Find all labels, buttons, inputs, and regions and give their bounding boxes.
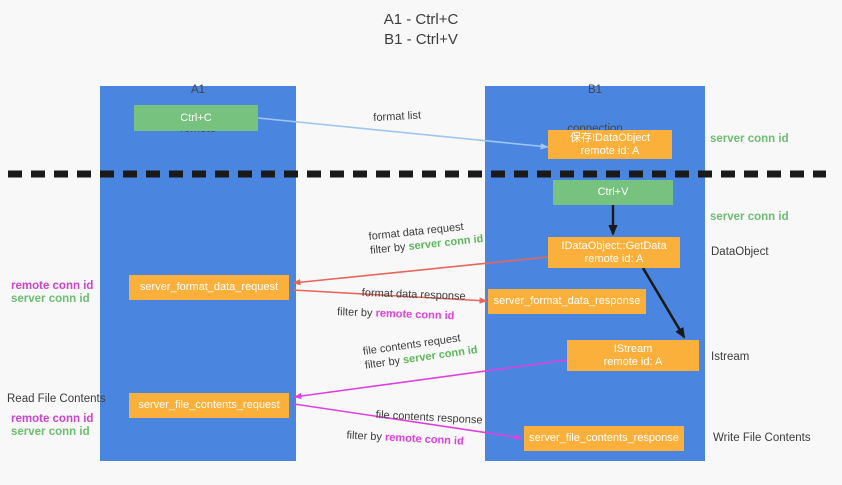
box-save-dataobject[interactable]: 保存IDataObject remote id: A <box>548 130 672 159</box>
right-label-istream: Istream <box>711 351 750 363</box>
label-format-data-response-group: format data response filter by remote co… <box>337 286 466 324</box>
arrow-format-data-request <box>292 256 549 286</box>
left-label-server-conn-id-1: server conn id <box>11 293 90 305</box>
page-title: A1 - Ctrl+C B1 - Ctrl+V <box>383 11 459 48</box>
label-file-contents-response-group: file contents response filter by remote … <box>346 408 483 450</box>
box-server-format-data-response[interactable]: server_format_data_response <box>488 289 646 314</box>
arrow-format-list <box>257 117 549 150</box>
left-label-remote-conn-id-1: remote conn id <box>11 280 94 292</box>
right-label-server-conn-id-mid: server conn id <box>710 211 789 223</box>
right-label-dataobject: DataObject <box>711 246 769 258</box>
label-filter-prefix: filter by <box>346 429 386 444</box>
label-filter-prefix: filter by <box>369 240 410 257</box>
right-label-write-file-contents: Write File Contents <box>713 432 811 444</box>
lane-header-a1-name: A1 <box>190 84 206 96</box>
left-label-read-file-contents: Read File Contents <box>7 393 106 405</box>
box-ctrl-v[interactable]: Ctrl+V <box>553 180 673 205</box>
arrow-format-data-response <box>292 289 488 304</box>
label-format-list: format list <box>373 109 422 124</box>
lane-header-b1-name: B1 <box>587 84 603 96</box>
left-label-server-conn-id-2: server conn id <box>11 426 90 438</box>
label-format-data-response: format data response <box>361 286 466 303</box>
box-ctrl-c[interactable]: Ctrl+C <box>134 105 258 131</box>
left-label-remote-conn-id-2: remote conn id <box>11 413 94 425</box>
arrow-file-contents-request <box>293 359 568 400</box>
box-server-format-data-request[interactable]: server_format_data_request <box>129 275 289 300</box>
arrow-getdata-to-istream <box>641 267 686 339</box>
arrow-file-contents-response <box>293 403 523 441</box>
box-server-file-contents-response[interactable]: server_file_contents_response <box>524 426 684 451</box>
box-getdata[interactable]: IDataObject::GetData remote id: A <box>548 237 680 268</box>
box-server-file-contents-request[interactable]: server_file_contents_request <box>129 393 289 418</box>
label-filter-prefix: filter by <box>336 306 376 320</box>
right-label-server-conn-id-top: server conn id <box>710 133 789 145</box>
box-istream[interactable]: IStream remote id: A <box>567 340 699 371</box>
label-filter-key: remote conn id <box>375 307 455 323</box>
